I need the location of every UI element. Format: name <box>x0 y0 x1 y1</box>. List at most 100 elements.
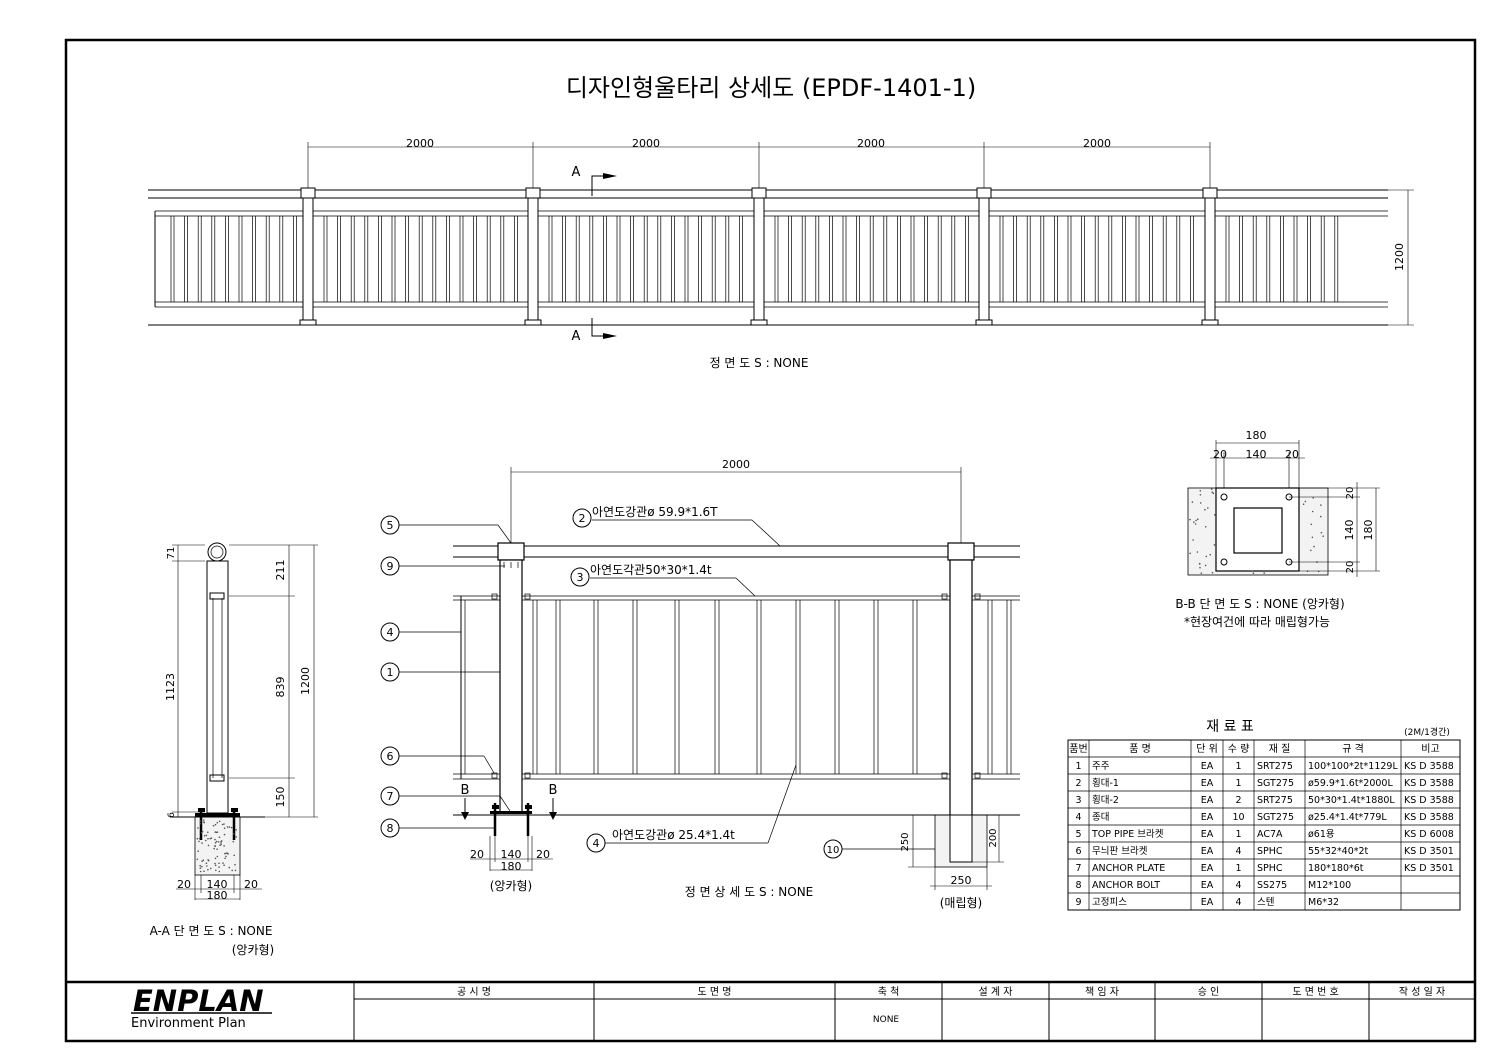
concrete-speckle <box>235 829 237 831</box>
material-table-cell: EA <box>1201 761 1214 772</box>
anchor-dim-2: 140 <box>501 848 522 861</box>
concrete-speckle <box>1212 492 1215 495</box>
concrete-speckle <box>203 821 205 823</box>
concrete-speckle <box>1209 553 1211 556</box>
balloon-3: 3 <box>577 571 584 584</box>
aa-dim-left-1123: 1123 <box>164 673 177 701</box>
concrete-speckle <box>1251 570 1254 572</box>
concrete-speckle <box>213 847 215 850</box>
material-table-cell: 스텐 <box>1257 897 1274 908</box>
balloons-left: 5 9 4 1 6 7 8 <box>380 515 512 838</box>
material-table-note: (2M/1경간) <box>1404 726 1450 738</box>
material-table-cell: 4 <box>1235 846 1241 857</box>
embed-dim-left: 250 <box>900 832 911 851</box>
balloon-9: 9 <box>387 560 394 573</box>
concrete-speckle <box>226 852 229 855</box>
concrete-speckle <box>214 823 217 826</box>
embed-dim-bottom: 250 <box>951 874 972 887</box>
concrete-speckle <box>207 868 209 871</box>
concrete-speckle <box>1199 490 1202 492</box>
embed-dim-right: 200 <box>988 828 999 847</box>
section-mark-a-bottom: A <box>572 329 581 344</box>
concrete-speckle <box>225 855 227 858</box>
concrete-speckle <box>1311 536 1314 539</box>
material-table-cell: 무늬판 브라켓 <box>1092 846 1148 857</box>
material-table-header: 단 위 <box>1196 742 1218 755</box>
concrete-speckle <box>230 826 233 829</box>
material-table-cell: 횡대-2 <box>1092 794 1119 806</box>
bb-side-total: 180 <box>1362 520 1375 541</box>
material-table-cell: KS D 3501 <box>1404 846 1454 857</box>
concrete-speckle <box>223 827 226 829</box>
concrete-speckle <box>203 835 206 837</box>
logo-subtext: Environment Plan <box>131 1016 246 1031</box>
concrete-speckle <box>214 842 217 844</box>
material-table-header: 재 질 <box>1269 743 1291 755</box>
concrete-speckle <box>214 838 216 841</box>
material-table-cell: 100*100*2t*1129L <box>1308 761 1398 772</box>
concrete-speckle <box>198 837 201 840</box>
section-mark-a-top: A <box>572 165 581 180</box>
material-table-cell: 8 <box>1075 880 1081 891</box>
concrete-speckle <box>218 820 221 823</box>
concrete-speckle <box>201 860 203 862</box>
balloon-4: 4 <box>387 626 394 639</box>
concrete-speckle <box>215 831 218 834</box>
label-top-pipe: 아연도강관ø 59.9*1.6T <box>592 505 718 519</box>
material-table-cell: 10 <box>1232 812 1244 823</box>
material-table-cell: KS D 3588 <box>1404 761 1454 772</box>
title-block-header: 책 임 자 <box>1085 985 1119 998</box>
balloon-4b: 4 <box>593 837 600 850</box>
concrete-speckle <box>1302 503 1305 506</box>
concrete-speckle <box>232 833 235 835</box>
material-table-cell: 1 <box>1235 829 1241 840</box>
concrete-speckle <box>1189 518 1191 521</box>
material-table-cell: KS D 3588 <box>1404 778 1454 789</box>
concrete-speckle <box>1263 572 1265 574</box>
concrete-speckle <box>221 823 224 826</box>
concrete-speckle <box>222 862 224 864</box>
concrete-speckle <box>235 836 237 838</box>
concrete-speckle <box>209 837 212 840</box>
material-table-cell: 1 <box>1235 863 1241 874</box>
concrete-speckle <box>1304 500 1307 503</box>
concrete-speckle <box>1199 494 1202 496</box>
concrete-speckle <box>201 830 204 833</box>
concrete-speckle <box>232 840 235 843</box>
concrete-speckle <box>212 824 215 827</box>
concrete-speckle <box>1205 555 1208 558</box>
concrete-speckle <box>223 833 226 836</box>
material-table-cell: 1 <box>1235 761 1241 772</box>
concrete-speckle <box>1194 523 1197 525</box>
sheet-border <box>64 38 1477 1043</box>
front-post-base <box>299 319 317 326</box>
concrete-speckle <box>223 823 225 825</box>
concrete-speckle <box>214 862 216 865</box>
concrete-speckle <box>220 840 223 842</box>
concrete-speckle <box>1207 507 1209 509</box>
concrete-speckle <box>207 844 210 847</box>
aa-dim-right-150: 150 <box>274 787 287 808</box>
material-table-cell: M12*100 <box>1308 880 1351 891</box>
material-table-header: 품번 <box>1069 743 1087 755</box>
detail-front-view: 2000 <box>380 458 1020 910</box>
material-table-cell: KS D 3501 <box>1404 863 1454 874</box>
aa-dim-left-6: 6 <box>167 812 177 818</box>
concrete-speckle <box>1320 515 1322 518</box>
scale-value: NONE <box>873 1015 900 1025</box>
front-post-cap <box>525 187 541 199</box>
concrete-speckle <box>216 848 218 850</box>
front-post <box>302 197 314 324</box>
material-table-cell: ø25.4*1.4t*779L <box>1308 812 1387 823</box>
label-square-pipe: 아연도각관50*30*1.4t <box>590 563 712 577</box>
front-post-cap <box>976 187 992 199</box>
concrete-speckle <box>234 869 237 872</box>
front-post-base <box>524 319 542 326</box>
anchor-caption: (앙카형) <box>490 879 532 893</box>
concrete-speckle <box>225 852 228 854</box>
front-post <box>1204 197 1216 324</box>
front-view-caption: 정 면 도 S : NONE <box>710 356 809 370</box>
bb-top-dim-2: 140 <box>1246 448 1267 461</box>
front-post-cap <box>300 187 316 199</box>
